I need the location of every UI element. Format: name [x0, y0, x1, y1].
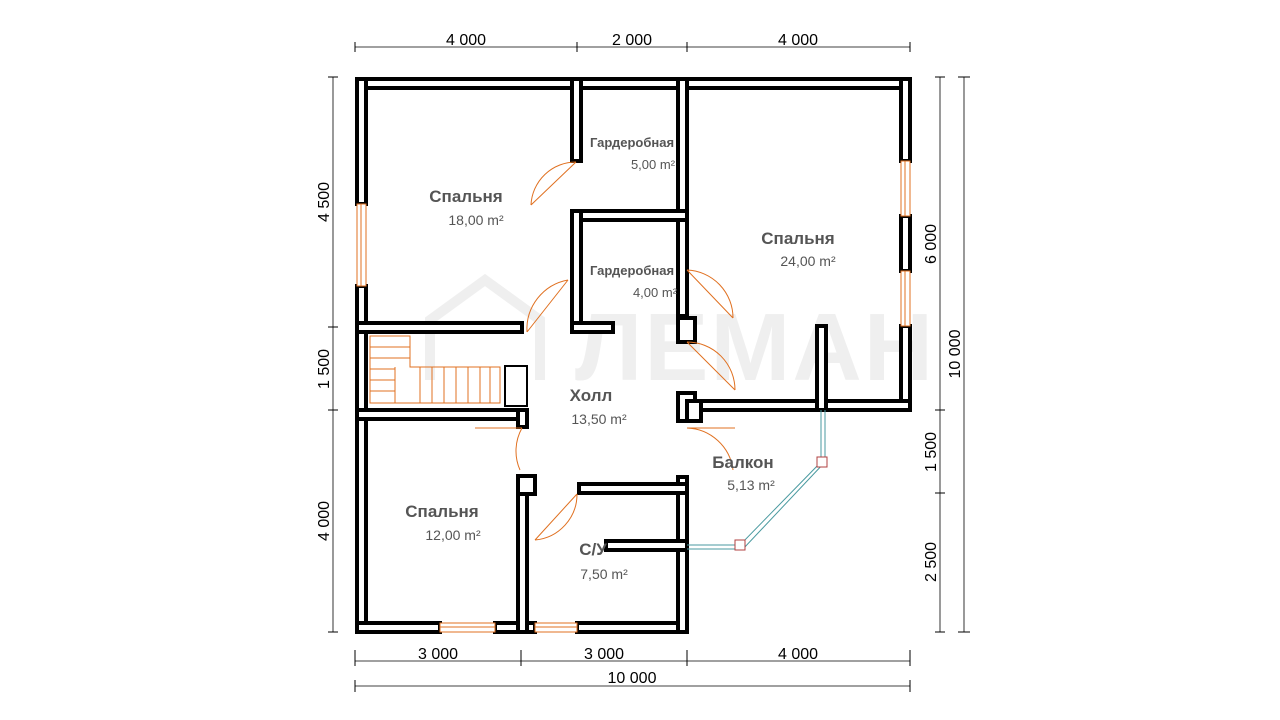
house-logo-icon	[425, 273, 545, 380]
room-bathroom: С/У 7,50 m²	[579, 540, 628, 582]
room-name: С/У	[579, 540, 607, 559]
room-name: Гардеробная	[590, 263, 674, 278]
room-area: 5,13 m²	[727, 477, 775, 493]
room-name: Гардеробная	[590, 135, 674, 150]
room-bedroom-ne: Спальня 24,00 m²	[761, 229, 836, 269]
room-hall: Холл 13,50 m²	[570, 386, 627, 427]
room-area: 24,00 m²	[780, 253, 836, 269]
dim-bottom-total: 10 000	[608, 670, 657, 687]
watermark-text: ЛЕМАН	[575, 294, 935, 401]
dimension-left: 4 500 1 500 4 000	[316, 76, 338, 633]
dimension-top: 4 000 2 000 4 000	[354, 32, 911, 52]
room-balcony: Балкон 5,13 m²	[712, 453, 775, 493]
room-name: Спальня	[429, 187, 502, 206]
dim-left-1: 4 500	[316, 182, 333, 222]
dim-bottom-3: 4 000	[778, 646, 818, 663]
windows	[356, 160, 911, 633]
room-area: 12,00 m²	[425, 527, 481, 543]
room-bedroom-nw: Спальня 18,00 m²	[429, 187, 504, 228]
room-name: Спальня	[761, 229, 834, 248]
dimension-right: 6 000 1 500 2 500 10 000	[923, 76, 970, 633]
room-name: Балкон	[712, 453, 773, 472]
room-area: 4,00 m²	[633, 285, 678, 300]
room-area: 13,50 m²	[571, 411, 627, 427]
watermark: ЛЕМАН	[425, 273, 935, 401]
room-area: 7,50 m²	[580, 566, 628, 582]
dim-bottom-2: 3 000	[584, 646, 624, 663]
room-area: 5,00 m²	[631, 157, 676, 172]
doors	[475, 161, 736, 541]
room-bedroom-sw: Спальня 12,00 m²	[405, 502, 481, 543]
dim-right-2: 1 500	[923, 432, 940, 472]
stairs	[369, 335, 528, 407]
room-wardrobe-1: Гардеробная 5,00 m²	[590, 135, 676, 172]
balcony-railing	[687, 410, 828, 551]
room-wardrobe-2: Гардеробная 4,00 m²	[590, 263, 678, 300]
dim-right-1: 6 000	[923, 224, 940, 264]
dim-left-3: 4 000	[316, 501, 333, 541]
room-name: Холл	[570, 386, 613, 405]
walls	[355, 77, 912, 634]
dim-right-3: 2 500	[923, 542, 940, 582]
room-name: Спальня	[405, 502, 478, 521]
room-area: 18,00 m²	[448, 212, 504, 228]
dim-top-2: 2 000	[612, 32, 652, 49]
dimension-bottom: 3 000 3 000 4 000 10 000	[354, 646, 911, 692]
dim-left-2: 1 500	[316, 349, 333, 389]
dim-right-total: 10 000	[947, 329, 964, 378]
dim-bottom-1: 3 000	[418, 646, 458, 663]
dim-top-1: 4 000	[446, 32, 486, 49]
dim-top-3: 4 000	[778, 32, 818, 49]
